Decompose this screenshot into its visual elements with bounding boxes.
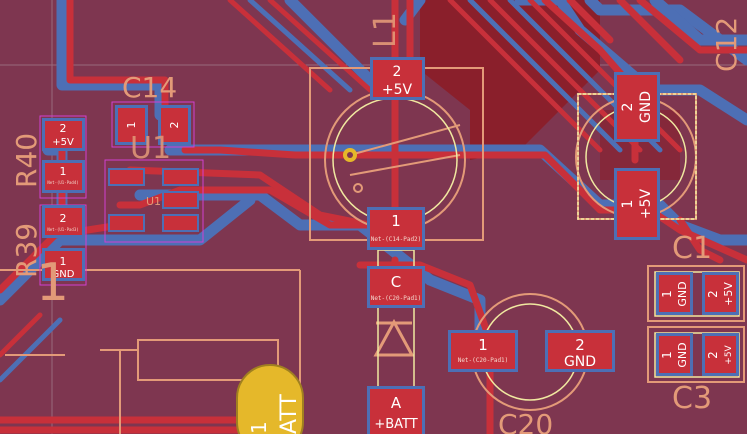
c14-pad-1-number: 1 xyxy=(125,122,138,129)
u1-pads[interactable] xyxy=(108,168,199,232)
c20-pad-1-number: 1 xyxy=(478,336,488,354)
c20-pad-1-net: Net-(C20-Pad1) xyxy=(458,357,509,364)
l1-pad-1[interactable]: 1 Net-(C14-Pad2) xyxy=(367,207,425,250)
diode-pad-a[interactable]: A +BATT xyxy=(367,386,425,434)
c20-pad-2[interactable]: 2 GND xyxy=(545,330,615,372)
c3-pad-1-number: 1 xyxy=(660,351,674,359)
ref-r39: R39 xyxy=(10,223,43,278)
r40-pad-2[interactable]: 2 +5V xyxy=(42,118,85,151)
l1-pad-2-number: 2 xyxy=(393,64,402,80)
c1-pad-2[interactable]: 2 +5V xyxy=(702,272,739,315)
c1-pad-2-number: 2 xyxy=(706,290,720,298)
ref-c14: C14 xyxy=(122,71,177,104)
batt-pad-number: 1 xyxy=(247,421,271,434)
r40-pad-1-net: Net-(U1-Pad4) xyxy=(47,180,78,185)
c12-pad-2-number: 2 xyxy=(620,103,636,112)
r39-pad-2[interactable]: 2 Net-(U1-Pad3) xyxy=(42,205,85,238)
l1-pad-2-net: +5V xyxy=(382,82,413,98)
ref-c3: C3 xyxy=(672,381,712,416)
c1-pad-1-net: GND xyxy=(676,281,689,306)
c20-pad-2-net: GND xyxy=(564,354,596,370)
c3-pad-2-net: +5V xyxy=(724,344,734,364)
diode-pad-a-label: A xyxy=(391,394,402,412)
r40-pad-1-number: 1 xyxy=(60,165,67,178)
r39-pad-1-net: GND xyxy=(52,269,75,280)
r40-pad-2-net: +5V xyxy=(52,137,74,148)
ref-c20: C20 xyxy=(498,408,553,434)
diode-pad-a-net: +BATT xyxy=(374,417,417,432)
ref-partial: 1 xyxy=(36,253,69,313)
diode-pad-c-net: Net-(C20-Pad1) xyxy=(371,295,422,302)
c14-pad-2-number: 2 xyxy=(168,122,181,129)
l1-pad-1-net: Net-(C14-Pad2) xyxy=(371,236,422,243)
c1-pad-2-net: +5V xyxy=(722,282,735,306)
c12-pad-1-number: 1 xyxy=(620,200,636,209)
r39-pad-1-number: 1 xyxy=(60,255,67,268)
ref-c1: C1 xyxy=(672,231,712,266)
r39-pad-1[interactable]: 1 GND xyxy=(42,248,85,281)
c12-pad-2-net: GND xyxy=(638,91,654,123)
c3-pad-2-number: 2 xyxy=(706,351,720,359)
c14-pad-1[interactable]: 1 xyxy=(115,105,148,145)
ref-batt: ATT xyxy=(277,394,302,434)
c20-pad-1[interactable]: 1 Net-(C20-Pad1) xyxy=(448,330,518,372)
c3-pad-2[interactable]: 2 +5V xyxy=(702,333,739,376)
ref-u1-fab: U1 xyxy=(146,195,161,208)
r40-pad-2-number: 2 xyxy=(60,122,67,135)
c20-pad-2-number: 2 xyxy=(575,336,585,354)
ref-l1: L1 xyxy=(368,12,403,48)
c14-pad-2[interactable]: 2 xyxy=(158,105,191,145)
ref-c12: C12 xyxy=(710,17,743,72)
l1-pad-2[interactable]: 2 +5V xyxy=(370,57,425,100)
battery-pad[interactable] xyxy=(236,364,304,434)
r39-pad-2-number: 2 xyxy=(60,212,67,225)
c1-pad-1[interactable]: 1 GND xyxy=(656,272,693,315)
c12-pad-1-net: +5V xyxy=(638,188,654,219)
c12-pad-2[interactable]: 2 GND xyxy=(614,72,660,142)
ref-r40: R40 xyxy=(10,133,43,188)
vias xyxy=(343,148,357,162)
r39-pad-2-net: Net-(U1-Pad3) xyxy=(47,227,78,232)
diode-pad-c[interactable]: C Net-(C20-Pad1) xyxy=(367,266,425,308)
diagonal-bus-traces xyxy=(0,0,683,383)
c12-pad-1[interactable]: 1 +5V xyxy=(614,168,660,240)
c1-pad-1-number: 1 xyxy=(660,290,674,298)
c3-pad-1-net: GND xyxy=(676,342,689,367)
r40-pad-1[interactable]: 1 Net-(U1-Pad4) xyxy=(42,160,85,193)
l1-pad-1-number: 1 xyxy=(391,212,401,230)
c3-pad-1[interactable]: 1 GND xyxy=(656,333,693,376)
ref-u1: U1 xyxy=(130,131,171,166)
diode-pad-c-label: C xyxy=(391,273,401,291)
